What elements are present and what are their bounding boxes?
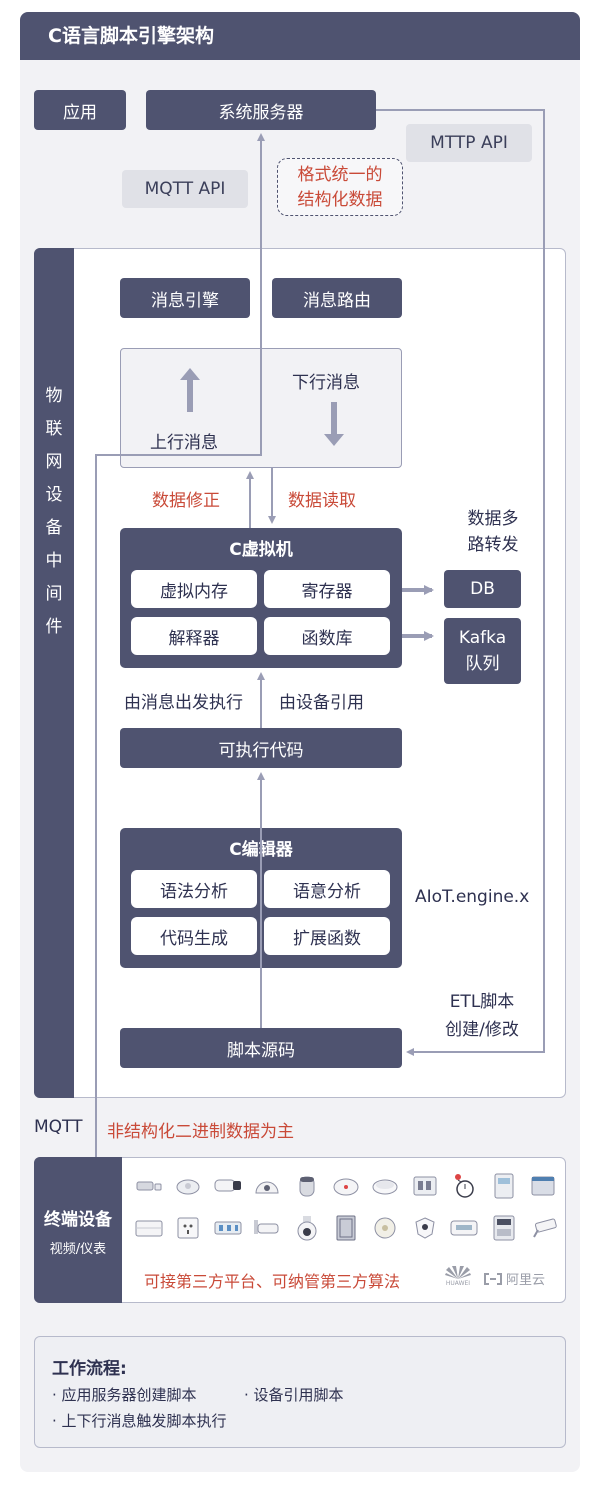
mounted-camera-icon — [252, 1214, 282, 1242]
side-char: 物 — [45, 386, 63, 406]
kafka-line2: 队列 — [465, 654, 500, 674]
side-char: 设 — [45, 485, 63, 505]
aliyun-text: 阿里云 — [506, 1273, 546, 1288]
middleware-side-label: 物 联 网 设 备 中 间 件 — [34, 380, 74, 644]
compiler-item-semantic: 语意分析 — [264, 870, 390, 908]
middleware-side-bar — [34, 248, 74, 1098]
etl-label: ETL脚本 创建/修改 — [432, 988, 532, 1044]
trigger-device-label: 由设备引用 — [279, 693, 364, 713]
device-icons-row2 — [134, 1214, 558, 1242]
workflow-box — [34, 1336, 566, 1448]
format-note-box: 格式统一的 结构化数据 — [277, 158, 403, 216]
huawei-logo: HUAWEI — [443, 1264, 473, 1292]
unstructured-data-label: 非结构化二进制数据为主 — [107, 1122, 294, 1142]
vm-item-virtual-memory: 虚拟内存 — [131, 570, 257, 608]
kafka-line1: Kafka — [458, 628, 507, 648]
data-fix-label: 数据修正 — [152, 491, 220, 511]
etl-line1: ETL脚本 — [449, 992, 515, 1012]
multi-route-line1: 数据多 — [467, 509, 519, 529]
huawei-text: HUAWEI — [445, 1280, 471, 1287]
side-char: 备 — [45, 518, 63, 538]
message-engine-box: 消息引擎 — [120, 278, 250, 318]
mqtt-api-label: MQTT API — [122, 170, 248, 208]
power-switch-icon — [410, 1172, 440, 1200]
compiler-item-extension: 扩展函数 — [264, 917, 390, 955]
water-meter-icon — [449, 1214, 479, 1242]
bullet-camera-icon — [213, 1172, 243, 1200]
vm-item-registers: 寄存器 — [264, 570, 390, 608]
smart-speaker-icon — [292, 1172, 322, 1200]
format-note-line1: 格式统一的 — [297, 165, 383, 185]
workflow-step-create: · 应用服务器创建脚本 — [52, 1386, 197, 1404]
device-icons-row1 — [134, 1172, 558, 1200]
smoke-alarm-icon — [331, 1172, 361, 1200]
control-cabinet-icon — [331, 1214, 361, 1242]
vm-item-interpreter: 解释器 — [131, 617, 257, 655]
multi-route-label: 数据多 路转发 — [448, 506, 538, 558]
cctv-camera-icon — [528, 1214, 558, 1242]
page-title: C语言脚本引擎架构 — [48, 25, 214, 47]
wall-socket-icon — [173, 1214, 203, 1242]
workflow-step-reference: · 设备引用脚本 — [244, 1386, 344, 1404]
door-sensor-icon — [134, 1172, 164, 1200]
pressure-gauge-icon — [449, 1172, 479, 1200]
script-source-box: 脚本源码 — [120, 1028, 402, 1068]
round-sensor-icon — [370, 1172, 400, 1200]
din-breaker-icon — [213, 1214, 243, 1242]
db-box: DB — [444, 570, 521, 608]
din-meter-icon — [489, 1214, 519, 1242]
kafka-box: Kafka 队列 — [444, 618, 521, 684]
mqtt-label: MQTT — [34, 1117, 83, 1137]
vm-item-function-library: 函数库 — [264, 617, 390, 655]
downlink-label: 下行消息 — [292, 373, 360, 393]
side-char: 网 — [45, 452, 63, 472]
system-server-box: 系统服务器 — [146, 90, 376, 130]
weather-station-icon — [528, 1172, 558, 1200]
header-bar — [20, 12, 580, 60]
side-char: 件 — [45, 617, 63, 637]
devices-sublabel: 视频/仪表 — [49, 1242, 107, 1257]
multi-route-line2: 路转发 — [467, 535, 519, 555]
third-party-label: 可接第三方平台、可纳管第三方算法 — [144, 1272, 401, 1291]
dome-camera-icon — [252, 1172, 282, 1200]
compiler-item-codegen: 代码生成 — [131, 917, 257, 955]
ceiling-sensor-icon — [370, 1214, 400, 1242]
format-note-line2: 结构化数据 — [297, 190, 383, 210]
executable-code-box: 可执行代码 — [120, 728, 402, 768]
app-box: 应用 — [34, 90, 126, 130]
mttp-api-label: MTTP API — [406, 124, 532, 162]
compiler-item-syntax: 语法分析 — [131, 870, 257, 908]
workflow-step-trigger: · 上下行消息触发脚本执行 — [52, 1412, 227, 1430]
devices-label: 终端设备 — [44, 1210, 112, 1230]
trigger-message-label: 由消息出发执行 — [124, 693, 243, 713]
electric-meter-icon — [489, 1172, 519, 1200]
side-char: 中 — [45, 551, 63, 571]
ptz-camera-icon — [292, 1214, 322, 1242]
message-routing-box: 消息路由 — [272, 278, 402, 318]
side-char: 联 — [45, 419, 63, 439]
devices-side-bar — [34, 1157, 122, 1303]
workflow-title: 工作流程: — [52, 1359, 127, 1379]
uplink-label: 上行消息 — [150, 433, 218, 453]
side-char: 间 — [45, 584, 63, 604]
etl-line2: 创建/修改 — [445, 1020, 519, 1040]
smoke-detector-icon — [173, 1172, 203, 1200]
engine-name-label: AIoT.engine.x — [415, 887, 530, 907]
c-vm-title: C虚拟机 — [229, 540, 293, 560]
data-read-label: 数据读取 — [288, 491, 356, 511]
shield-sensor-icon — [410, 1214, 440, 1242]
panel-sensor-icon — [134, 1214, 164, 1242]
aliyun-logo: 阿里云 — [482, 1269, 545, 1288]
